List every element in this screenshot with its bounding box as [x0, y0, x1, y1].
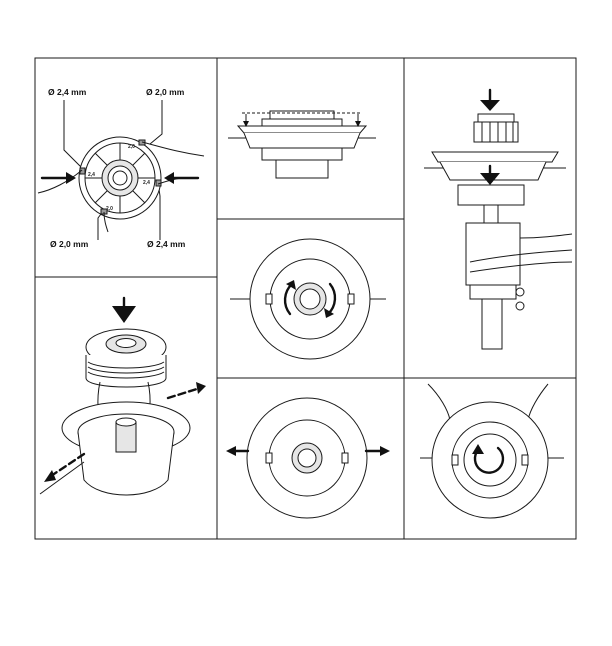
head-body	[244, 133, 360, 148]
drive-shaft	[484, 205, 498, 223]
leader-line	[150, 100, 162, 144]
trimmer-housing	[466, 223, 520, 285]
label-bottom-left: Ø 2,0 mm	[50, 239, 89, 249]
head-rim	[432, 152, 558, 162]
panel-head-side-view	[228, 111, 376, 178]
panel-spool-line-diameters: Ø 2,4 mm Ø 2,0 mm Ø 2,0 mm Ø 2,4 mm 2,0 …	[38, 87, 204, 249]
trimmer-line	[38, 170, 82, 193]
arrow-head-icon	[196, 382, 206, 394]
line-slot	[348, 294, 354, 304]
panel-wind-line	[230, 239, 386, 359]
spool-bore	[108, 166, 132, 190]
head-rim	[238, 126, 366, 133]
label-bottom-right: Ø 2,4 mm	[147, 239, 186, 249]
spool-bore	[300, 289, 320, 309]
guard-edge	[520, 234, 572, 238]
arrow-head-icon	[226, 446, 236, 456]
panel-tighten	[420, 384, 564, 518]
spindle-top	[116, 418, 136, 426]
spool-mark-top: 2,0	[128, 144, 135, 150]
spool-bore	[298, 449, 316, 467]
line-slot	[266, 294, 272, 304]
clamp-screw	[516, 302, 524, 310]
gear-housing	[458, 185, 524, 205]
head-shaft	[276, 160, 328, 178]
leader-line	[64, 100, 82, 168]
line-slot	[342, 453, 348, 463]
clamp	[470, 285, 516, 299]
spool-mark-right: 2,4	[143, 180, 150, 186]
panel-assembly	[40, 298, 206, 495]
arrow-head-icon	[380, 446, 390, 456]
knob	[464, 434, 516, 486]
arrow-head-icon	[66, 172, 76, 184]
knob-body	[474, 122, 518, 142]
trimmer-line	[528, 384, 548, 420]
trimmer-pole	[482, 299, 502, 349]
spool-flange	[262, 119, 342, 126]
line-slot	[522, 455, 528, 465]
spool-cap	[270, 111, 334, 119]
line-slot	[266, 453, 272, 463]
label-top-right: Ø 2,0 mm	[146, 87, 185, 97]
panel-mount-head	[424, 90, 572, 349]
arrow-head-icon	[164, 172, 174, 184]
push-arrow-icon	[112, 306, 136, 323]
arrow-head-icon	[44, 470, 56, 482]
trimmer-line	[428, 384, 450, 420]
line-pull-arrow-right	[168, 388, 200, 398]
spool-cover-bore	[116, 339, 136, 348]
push-arrow-icon	[480, 100, 500, 111]
trimmer-line	[40, 462, 84, 494]
knob-top	[478, 114, 514, 122]
panel-pull-lines	[226, 398, 390, 518]
line-slot	[452, 455, 458, 465]
spool-mark-left: 2,4	[88, 172, 95, 178]
label-top-left: Ø 2,4 mm	[48, 87, 87, 97]
clamp-screw	[516, 288, 524, 296]
head-lower	[262, 148, 342, 160]
